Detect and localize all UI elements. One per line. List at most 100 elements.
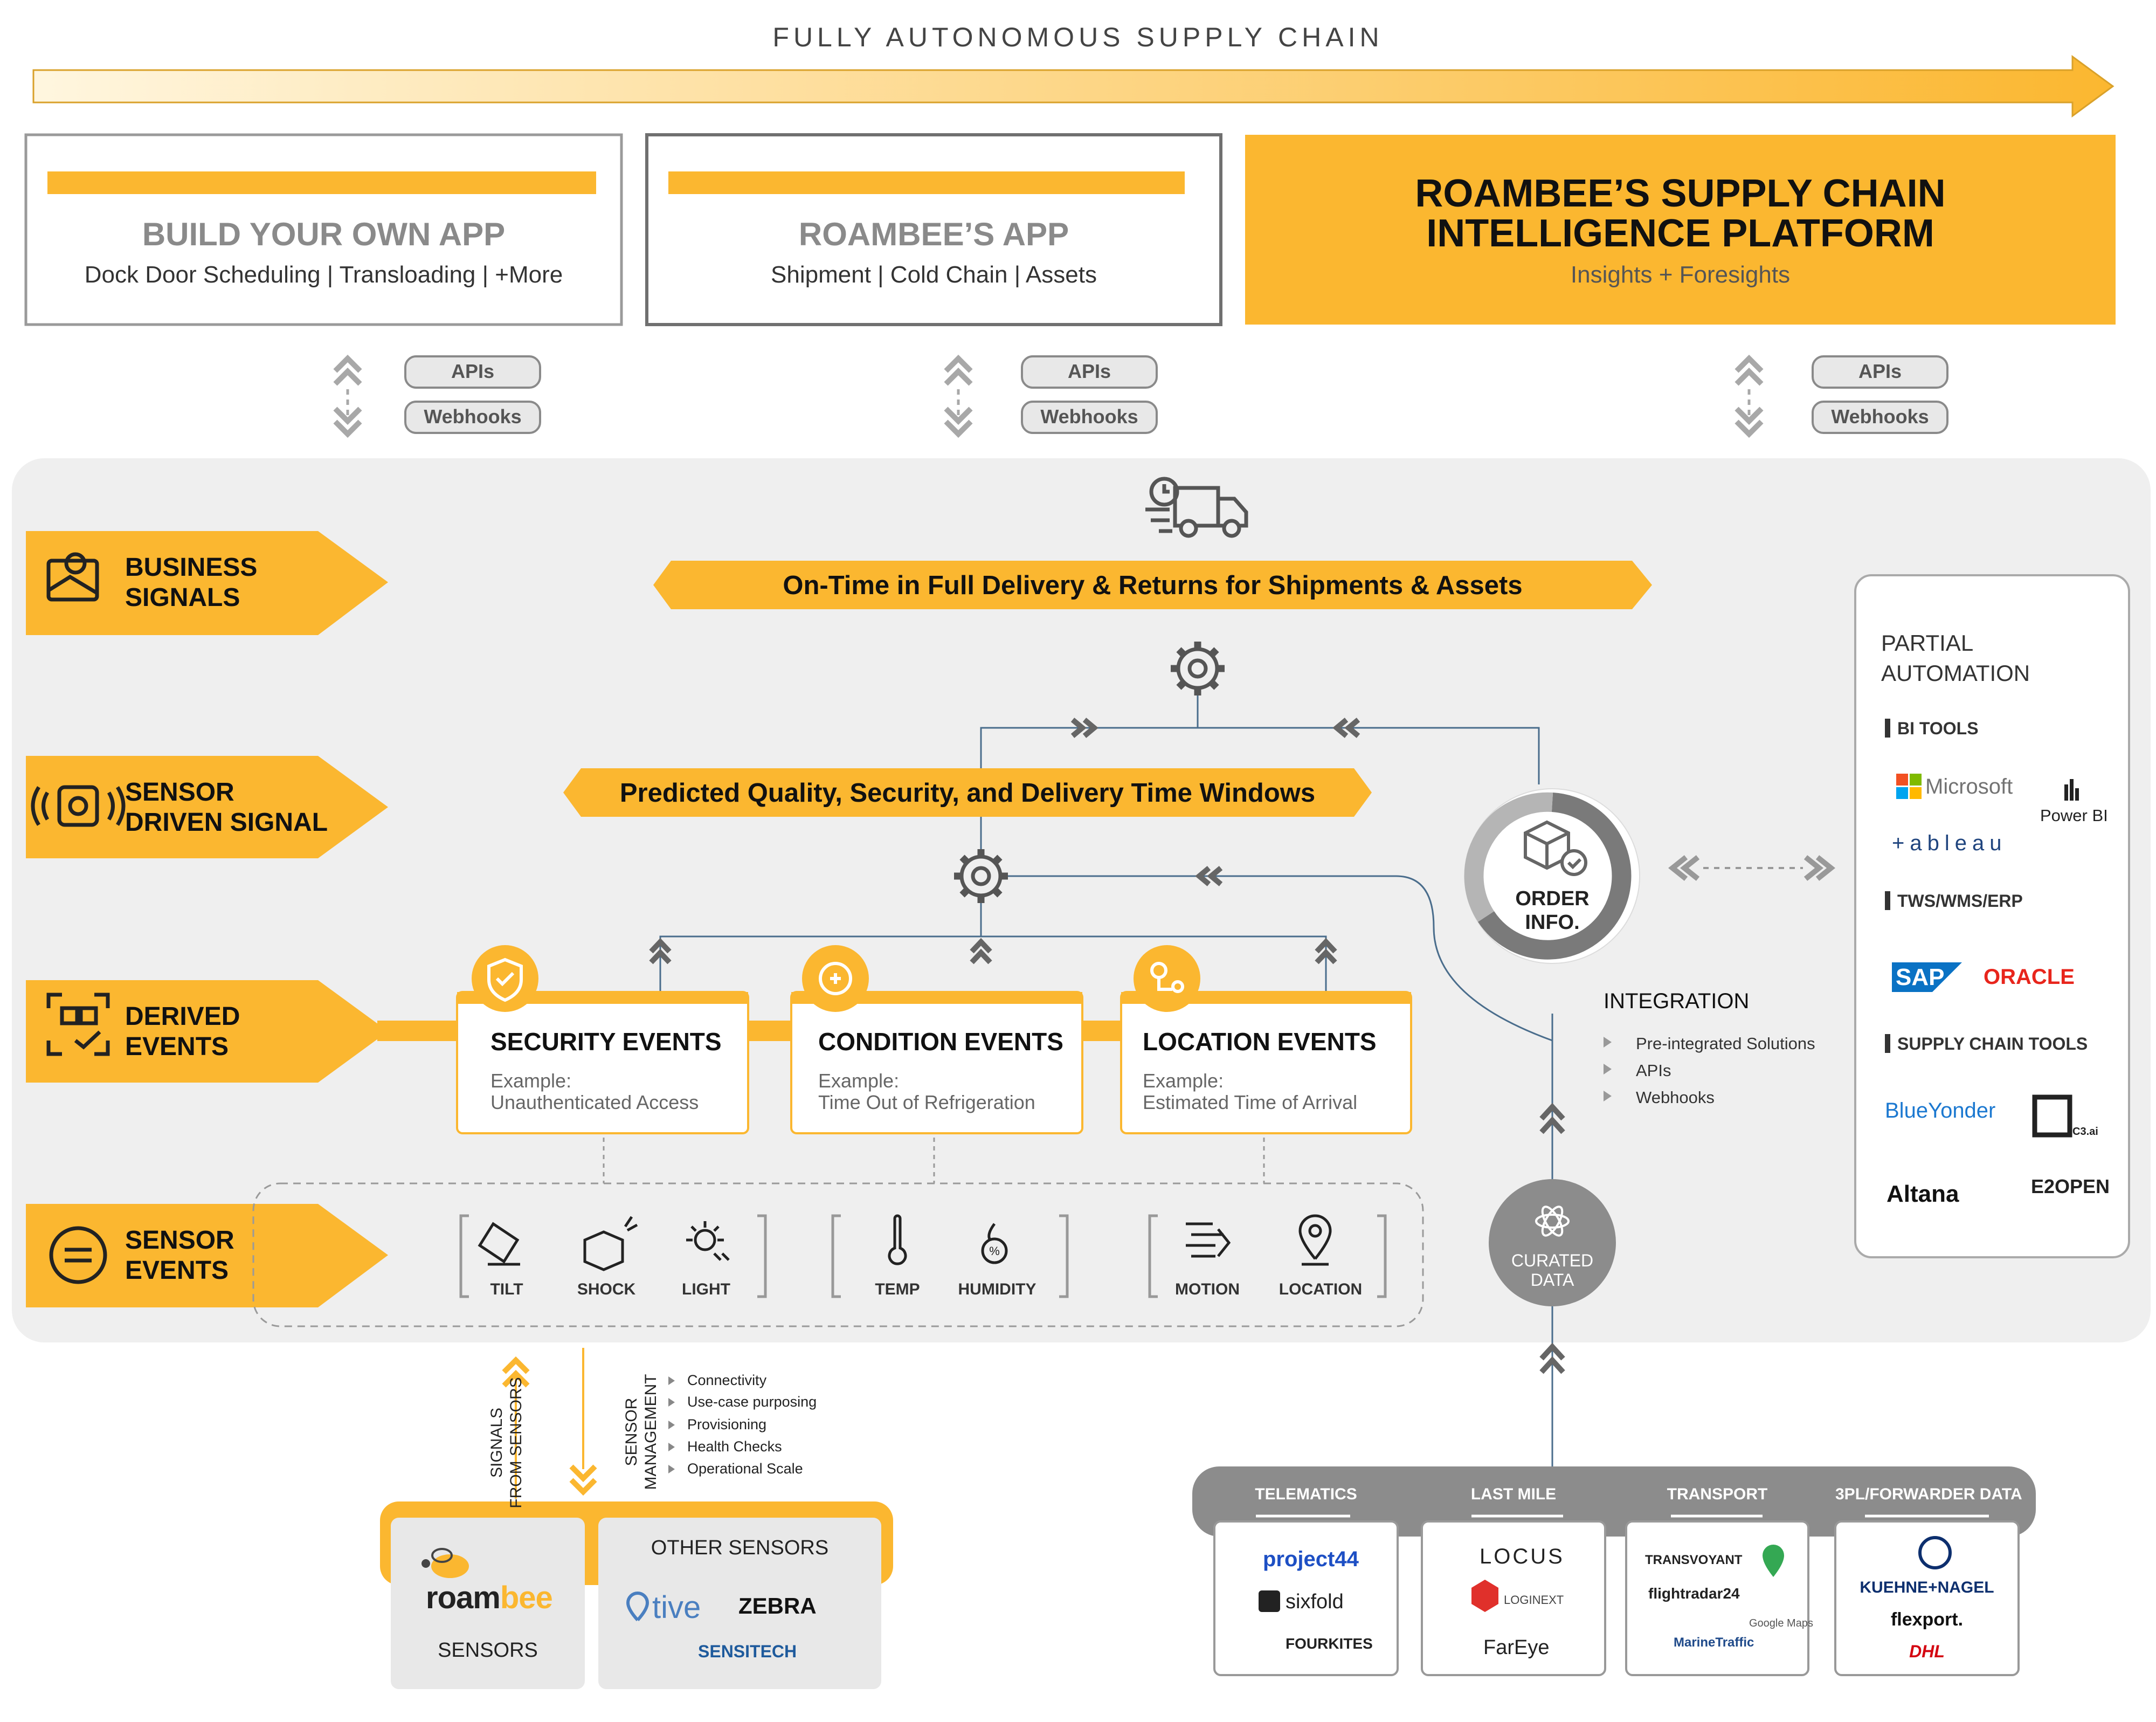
e2open-logo: E2OPEN bbox=[2031, 1175, 2110, 1197]
power-bi-icon bbox=[2064, 779, 2079, 801]
derived-event-cards bbox=[456, 945, 1412, 1134]
oracle-logo: ORACLE bbox=[1984, 965, 2075, 989]
sensor-event-icons: % bbox=[478, 1214, 1332, 1271]
layer-arrows bbox=[26, 531, 458, 1307]
sap-logo-icon bbox=[1892, 962, 1962, 992]
build-app-subtitle: Dock Door Scheduling | Transloading | +M… bbox=[84, 261, 563, 288]
box-check-icon bbox=[1524, 820, 1587, 876]
bi-tools-heading: BI TOOLS bbox=[1897, 719, 1979, 738]
roambee-app-box bbox=[645, 133, 1222, 326]
bee-icon bbox=[421, 1548, 469, 1578]
project44-logo: project44 bbox=[1263, 1547, 1359, 1571]
altana-logo: Altana bbox=[1887, 1181, 1959, 1207]
sensitech-logo: SENSITECH bbox=[698, 1642, 797, 1661]
partial-automation-panel bbox=[1854, 574, 2130, 1258]
flow-lines bbox=[603, 695, 1553, 1477]
integration-item: APIs bbox=[1636, 1061, 1671, 1080]
security-events-example: Example:Unauthenticated Access bbox=[490, 1070, 699, 1113]
flightradar24-logo: flightradar24 bbox=[1648, 1585, 1740, 1602]
predicted-banner-shape bbox=[563, 768, 1372, 817]
location-events-example: Example:Estimated Time of Arrival bbox=[1143, 1070, 1358, 1113]
build-app-box bbox=[24, 133, 623, 326]
integration-item: Pre-integrated Solutions bbox=[1636, 1034, 1815, 1053]
condition-events-example: Example:Time Out of Refrigeration bbox=[818, 1070, 1035, 1113]
integration-title: INTEGRATION bbox=[1604, 989, 1750, 1013]
chevrons bbox=[649, 718, 1565, 1374]
fareye-logo: FarEye bbox=[1483, 1636, 1550, 1659]
forwarder-data-title: 3PL/FORWARDER DATA bbox=[1835, 1485, 2022, 1503]
microsoft-logo: Microsoft bbox=[1925, 775, 2013, 798]
tws-wms-erp-heading: TWS/WMS/ERP bbox=[1897, 891, 2023, 911]
flexport-logo: flexport. bbox=[1890, 1609, 1964, 1630]
truck-icon bbox=[1145, 477, 1248, 538]
sensor-event-shock: SHOCK bbox=[577, 1280, 636, 1298]
sap-logo: SAP bbox=[1896, 964, 1945, 990]
sensor-event-tilt: TILT bbox=[490, 1280, 523, 1298]
automation-link-arrows bbox=[1668, 855, 1836, 881]
loginext-logo: LOGINEXT bbox=[1504, 1593, 1564, 1607]
platform-title-line1: ROAMBEE’S SUPPLY CHAIN bbox=[1415, 172, 1946, 215]
apis-button[interactable]: APIs bbox=[1067, 360, 1111, 382]
apis-button[interactable]: APIs bbox=[1858, 360, 1902, 382]
webhooks-button[interactable]: Webhooks bbox=[424, 405, 522, 428]
business-banner-shape bbox=[653, 561, 1652, 609]
fourkites-logo: FOURKITES bbox=[1286, 1635, 1373, 1652]
curated-data-circle bbox=[1489, 1179, 1616, 1306]
kuehne-nagel-logo: KUEHNE+NAGEL bbox=[1860, 1579, 1994, 1596]
condition-events-title: CONDITION EVENTS bbox=[818, 1028, 1063, 1056]
dhl-logo: DHL bbox=[1909, 1642, 1945, 1661]
predicted-banner: Predicted Quality, Security, and Deliver… bbox=[619, 779, 1316, 808]
management-bullets bbox=[668, 1376, 675, 1473]
power-bi-logo: Power BI bbox=[2040, 806, 2108, 825]
data-source-cards bbox=[1213, 1520, 2020, 1676]
apis-button[interactable]: APIs bbox=[451, 360, 495, 382]
management-item: Operational Scale bbox=[687, 1461, 803, 1477]
microsoft-logo-icon bbox=[1896, 774, 1922, 799]
source-logo-icons bbox=[1259, 1536, 1952, 1612]
blueyonder-logo: BlueYonder bbox=[1885, 1099, 1996, 1122]
sensor-event-temp: TEMP bbox=[875, 1280, 920, 1298]
business-banner: On-Time in Full Delivery & Returns for S… bbox=[783, 571, 1523, 600]
condition-cycle-icon bbox=[819, 962, 852, 995]
webhooks-button[interactable]: Webhooks bbox=[1040, 405, 1138, 428]
autonomy-title: FULLY AUTONOMOUS SUPPLY CHAIN bbox=[772, 22, 1384, 52]
management-item: Provisioning bbox=[687, 1416, 767, 1432]
management-item: Use-case purposing bbox=[687, 1394, 817, 1410]
location-events-title: LOCATION EVENTS bbox=[1143, 1028, 1377, 1056]
atom-icon bbox=[1535, 1206, 1570, 1237]
other-sensors-box bbox=[598, 1518, 881, 1689]
location-route-icon bbox=[1150, 962, 1184, 993]
google-maps-logo: Google Maps bbox=[1749, 1617, 1813, 1629]
tableau-logo: +ableau bbox=[1892, 831, 2007, 855]
roambee-app-title: ROAMBEE’S APP bbox=[798, 216, 1069, 252]
svg-text:%: % bbox=[989, 1244, 1000, 1258]
zebra-logo: ZEBRA bbox=[738, 1593, 817, 1618]
sensor-event-motion: MOTION bbox=[1175, 1280, 1240, 1298]
security-events-title: SECURITY EVENTS bbox=[490, 1028, 722, 1056]
other-sensors-title: OTHER SENSORS bbox=[651, 1537, 829, 1559]
webhooks-button[interactable]: Webhooks bbox=[1831, 405, 1929, 428]
integration-bullets bbox=[1604, 1037, 1612, 1101]
marinetraffic-logo: MarineTraffic bbox=[1674, 1635, 1754, 1650]
tive-pin-icon bbox=[626, 1592, 649, 1622]
last-mile-title: LAST MILE bbox=[1470, 1485, 1557, 1503]
roambee-logo: roambee bbox=[426, 1580, 553, 1615]
telematics-title: TELEMATICS bbox=[1255, 1485, 1357, 1503]
management-item: Connectivity bbox=[687, 1372, 767, 1388]
build-app-title: BUILD YOUR OWN APP bbox=[142, 216, 506, 252]
platform-title-line2: INTELLIGENCE PLATFORM bbox=[1426, 212, 1934, 255]
sixfold-logo: sixfold bbox=[1286, 1590, 1344, 1613]
sensor-event-humidity: HUMIDITY bbox=[958, 1280, 1036, 1298]
sensor-event-light: LIGHT bbox=[682, 1280, 730, 1298]
locus-logo: LOCUS bbox=[1480, 1545, 1565, 1568]
sensor-event-location: LOCATION bbox=[1279, 1280, 1363, 1298]
